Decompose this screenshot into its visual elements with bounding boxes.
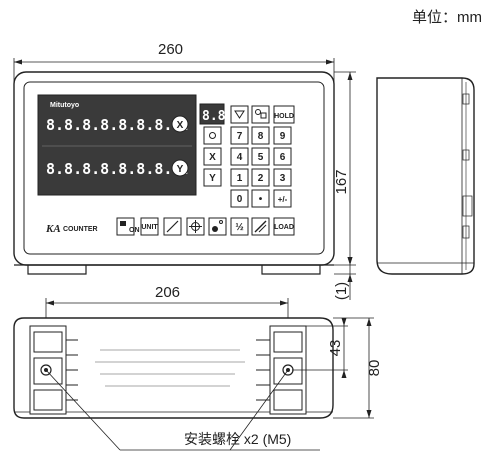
svg-text:8: 8 <box>258 131 264 142</box>
function-keys: ON UNIT ½ LOAD <box>116 217 295 236</box>
svg-text:260: 260 <box>158 41 183 58</box>
unit-label: 单位：mm <box>412 9 482 26</box>
side-view <box>376 77 475 275</box>
svg-text:KA: KA <box>45 223 61 235</box>
dim-mount-spacing: 206 <box>45 284 289 340</box>
key-mode[interactable]: ON <box>116 217 140 236</box>
reset-button[interactable] <box>251 105 270 124</box>
key-1[interactable]: 1 <box>230 168 249 187</box>
svg-text:167: 167 <box>333 169 350 194</box>
arrow-down-button[interactable] <box>230 105 249 124</box>
y-display: 8.8.8.8.8.8.8.8. <box>46 160 191 178</box>
key-axis-y[interactable] <box>203 168 222 187</box>
hold-button[interactable]: HOLD <box>273 105 295 124</box>
svg-text:0: 0 <box>237 194 243 205</box>
key-line[interactable] <box>163 217 182 236</box>
key-2[interactable]: 2 <box>251 168 270 187</box>
small-display: 8.8. <box>199 103 233 125</box>
key-target[interactable] <box>186 217 205 236</box>
numeric-keypad: 7 8 9 4 5 6 1 2 3 0 • +/- <box>230 126 292 208</box>
key-5[interactable]: 5 <box>251 147 270 166</box>
key-load[interactable]: LOAD <box>273 217 295 236</box>
key-zero-set[interactable] <box>203 126 222 145</box>
key-axis-x[interactable] <box>203 147 222 166</box>
mount-foot-left <box>29 325 78 415</box>
key-unit[interactable]: UNIT <box>140 217 159 236</box>
svg-text:HOLD: HOLD <box>274 113 294 120</box>
svg-text:5: 5 <box>258 152 264 163</box>
dim-height-total: 167 (1) <box>333 71 356 300</box>
svg-text:206: 206 <box>155 284 180 301</box>
bolt-callout: 安装螺栓 x2 (M5) <box>45 369 320 451</box>
x-axis-button[interactable]: X <box>171 115 189 133</box>
key-3[interactable]: 3 <box>273 168 292 187</box>
svg-text:1: 1 <box>237 173 243 184</box>
key-8[interactable]: 8 <box>251 126 270 145</box>
keypad-axis-column: X Y <box>203 126 222 187</box>
svg-text:8.8.: 8.8. <box>202 109 233 124</box>
svg-text:X: X <box>209 152 216 163</box>
svg-text:2: 2 <box>258 173 264 184</box>
key-0[interactable]: 0 <box>230 189 249 208</box>
dim-width-total: 260 <box>13 41 335 90</box>
key-decimal[interactable]: • <box>251 189 270 208</box>
svg-text:9: 9 <box>280 131 286 142</box>
key-7[interactable]: 7 <box>230 126 249 145</box>
dim-mount-height: 43 <box>292 318 348 378</box>
x-display: 8.8.8.8.8.8.8.8. <box>46 116 191 134</box>
key-bolt-hole[interactable] <box>208 217 227 236</box>
model-label: KA COUNTER <box>45 223 98 235</box>
svg-text:COUNTER: COUNTER <box>63 226 98 233</box>
svg-text:Y: Y <box>177 164 184 175</box>
svg-text:(1): (1) <box>333 282 350 300</box>
svg-text:X: X <box>177 120 184 131</box>
bolt-callout-label: 安装螺栓 x2 (M5) <box>184 431 291 447</box>
display-window: Mitutoyo 8.8.8.8.8.8.8.8. 8.8.8.8.8.8.8.… <box>37 94 197 196</box>
svg-text:43: 43 <box>327 340 344 357</box>
svg-text:•: • <box>259 194 263 205</box>
dim-base-depth: 80 <box>333 317 383 419</box>
svg-text:6: 6 <box>280 152 286 163</box>
svg-text:UNIT: UNIT <box>141 224 158 231</box>
brand-label: Mitutoyo <box>50 102 79 109</box>
key-6[interactable]: 6 <box>273 147 292 166</box>
svg-text:4: 4 <box>237 152 243 163</box>
bottom-view <box>13 317 334 419</box>
svg-text:80: 80 <box>366 360 383 377</box>
key-9[interactable]: 9 <box>273 126 292 145</box>
svg-text:Y: Y <box>209 173 216 184</box>
svg-text:+/-: +/- <box>278 195 288 204</box>
svg-text:ON: ON <box>129 227 140 234</box>
svg-text:LOAD: LOAD <box>274 224 294 231</box>
svg-text:7: 7 <box>237 131 243 142</box>
key-half[interactable]: ½ <box>230 217 249 236</box>
key-angle[interactable] <box>251 217 270 236</box>
key-4[interactable]: 4 <box>230 147 249 166</box>
y-axis-button[interactable]: Y <box>171 159 189 177</box>
svg-text:3: 3 <box>280 173 286 184</box>
svg-text:½: ½ <box>235 222 243 233</box>
key-plus-minus[interactable]: +/- <box>273 189 292 208</box>
